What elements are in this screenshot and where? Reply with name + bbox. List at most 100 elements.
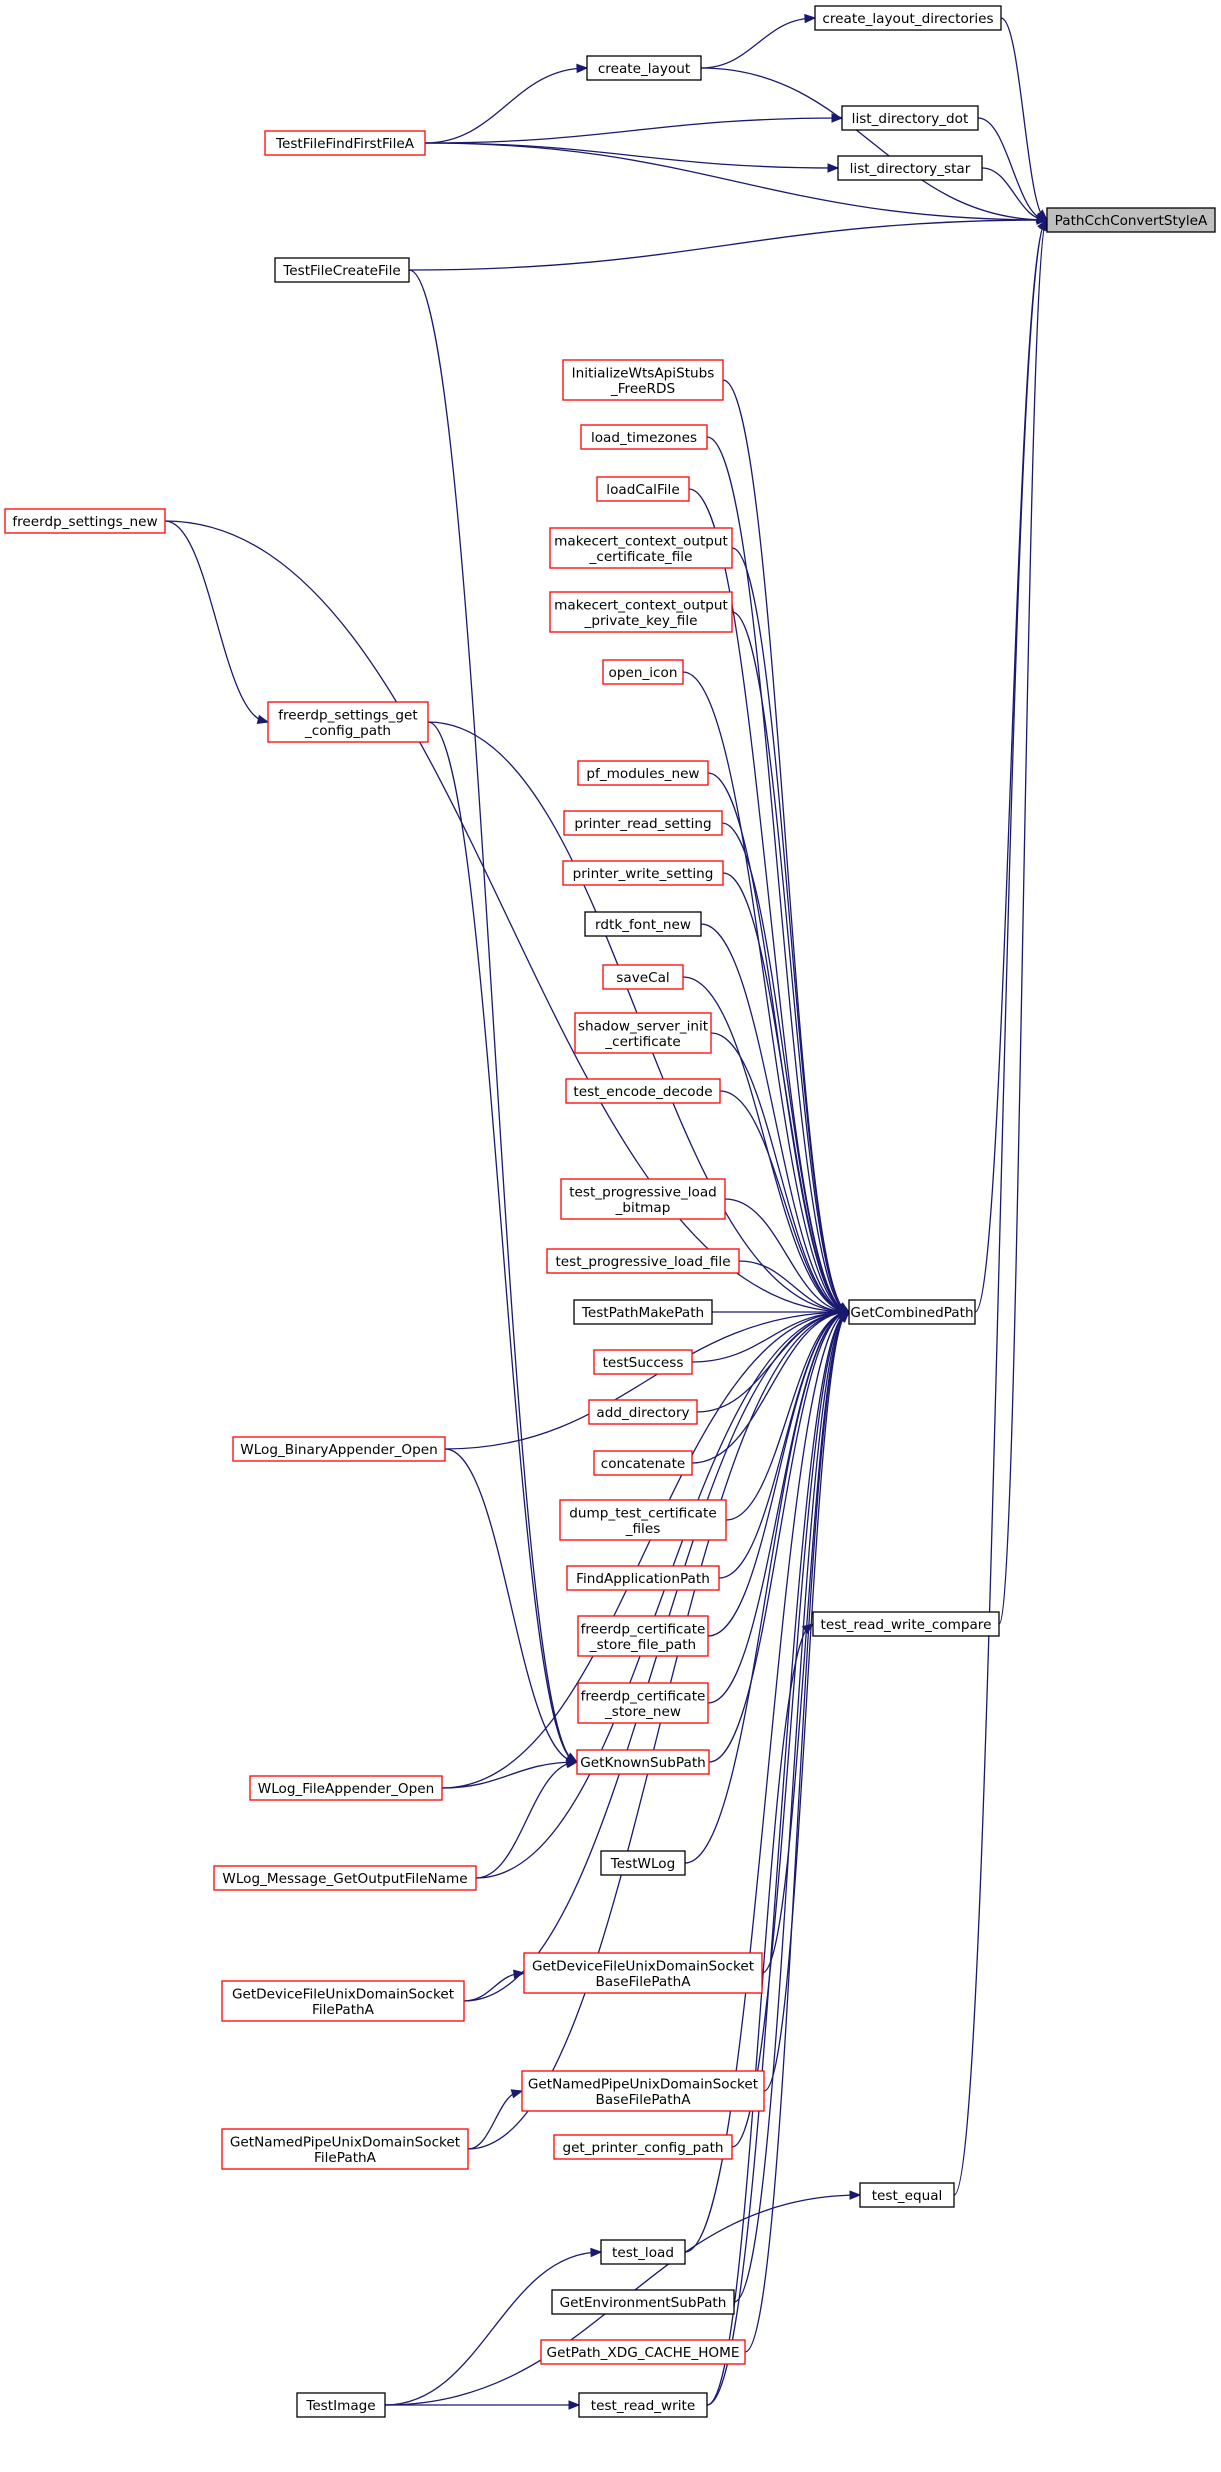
node-box bbox=[566, 1565, 720, 1591]
node-label: rdtk_font_new bbox=[595, 917, 691, 933]
node-box bbox=[593, 1349, 693, 1375]
node-create-layout-directories[interactable]: create_layout_directories bbox=[814, 5, 1002, 31]
node-box bbox=[221, 2128, 469, 2170]
node-wlog-file-appender-open[interactable]: WLog_FileAppender_Open bbox=[249, 1775, 443, 1801]
node-test-file-create-file[interactable]: TestFileCreateFile bbox=[274, 257, 410, 283]
edge-test-encode-decode-to-get-combined-path bbox=[719, 1090, 850, 1313]
arrowhead-icon bbox=[1036, 215, 1049, 225]
node-get-environment-sub-path[interactable]: GetEnvironmentSubPath bbox=[551, 2289, 735, 2315]
node-label: testSuccess bbox=[603, 1355, 684, 1371]
node-test-load[interactable]: test_load bbox=[600, 2239, 686, 2265]
node-initialize-wts-api-stubs-free-rds[interactable]: InitializeWtsApiStubs_FreeRDS bbox=[562, 359, 724, 401]
node-test-equal[interactable]: test_equal bbox=[859, 2182, 955, 2208]
node-label: GetEnvironmentSubPath bbox=[560, 2295, 727, 2311]
node-label: freerdp_certificate bbox=[581, 1621, 706, 1637]
node-add-directory[interactable]: add_directory bbox=[588, 1399, 698, 1425]
node-printer-write-setting[interactable]: printer_write_setting bbox=[562, 860, 724, 886]
arrowhead-icon bbox=[576, 63, 589, 74]
node-label: TestImage bbox=[305, 2398, 375, 2414]
node-label: saveCal bbox=[616, 970, 669, 986]
node-box bbox=[4, 508, 166, 534]
node-shadow-server-init-certificate[interactable]: shadow_server_init_certificate bbox=[574, 1012, 712, 1054]
node-label: freerdp_settings_new bbox=[12, 514, 157, 530]
node-test-read-write[interactable]: test_read_write bbox=[578, 2392, 708, 2418]
node-box bbox=[274, 257, 410, 283]
node-test-wlog[interactable]: TestWLog bbox=[600, 1850, 686, 1876]
node-get-path-xdg-cache-home[interactable]: GetPath_XDG_CACHE_HOME bbox=[540, 2339, 746, 2365]
node-load-timezones[interactable]: load_timezones bbox=[580, 424, 708, 450]
node-freerdp-certificate-store-file-path[interactable]: freerdp_certificate_store_file_path bbox=[577, 1615, 709, 1657]
node-freerdp-settings-get-config-path[interactable]: freerdp_settings_get_config_path bbox=[267, 701, 429, 743]
node-label: TestPathMakePath bbox=[581, 1305, 704, 1321]
node-test-success[interactable]: testSuccess bbox=[593, 1349, 693, 1375]
node-get-combined-path[interactable]: GetCombinedPath bbox=[848, 1299, 976, 1325]
node-test-progressive-load-file[interactable]: test_progressive_load_file bbox=[546, 1248, 740, 1274]
edge-dump-test-certificate-files-to-get-combined-path bbox=[725, 1311, 850, 1521]
node-get-named-pipe-unix-domain-socket-base-file-path-a[interactable]: GetNamedPipeUnixDomainSocketBaseFilePath… bbox=[521, 2070, 765, 2112]
edge-freerdp-certificate-store-new-to-get-combined-path bbox=[707, 1311, 850, 1704]
node-label: freerdp_certificate bbox=[581, 1688, 706, 1704]
node-label: concatenate bbox=[601, 1456, 686, 1472]
node-box bbox=[249, 1775, 443, 1801]
node-test-file-find-first-file-a[interactable]: TestFileFindFirstFileA bbox=[264, 130, 426, 156]
node-box bbox=[546, 1248, 740, 1274]
node-dump-test-certificate-files[interactable]: dump_test_certificate_files bbox=[559, 1499, 727, 1541]
edge-wlog-binary-appender-open-to-get-combined-path bbox=[444, 1311, 850, 1450]
edge-makecert-context-output-private-key-file-to-get-combined-path bbox=[731, 611, 850, 1313]
node-path-cch-convert-style-a[interactable]: PathCchConvertStyleA bbox=[1046, 207, 1216, 233]
edge-test-file-create-file-to-path-cch-convert-style-a bbox=[408, 219, 1048, 271]
node-test-path-make-path[interactable]: TestPathMakePath bbox=[573, 1299, 713, 1325]
node-label: printer_write_setting bbox=[573, 866, 714, 882]
node-label: TestWLog bbox=[610, 1856, 676, 1872]
node-freerdp-certificate-store-new[interactable]: freerdp_certificate_store_new bbox=[577, 1682, 709, 1724]
node-label: WLog_BinaryAppender_Open bbox=[240, 1442, 437, 1458]
node-test-image[interactable]: TestImage bbox=[296, 2392, 386, 2418]
node-makecert-context-output-certificate-file[interactable]: makecert_context_output_certificate_file bbox=[549, 527, 733, 569]
node-list-directory-star[interactable]: list_directory_star bbox=[837, 155, 983, 181]
arrowhead-icon bbox=[565, 1758, 579, 1769]
node-label: GetKnownSubPath bbox=[580, 1755, 706, 1771]
node-concatenate[interactable]: concatenate bbox=[593, 1450, 693, 1476]
node-label: PathCchConvertStyleA bbox=[1055, 213, 1208, 229]
edge-wlog-message-get-output-file-name-to-get-known-sub-path bbox=[475, 1761, 578, 1879]
node-box bbox=[1046, 207, 1216, 233]
node-wlog-binary-appender-open[interactable]: WLog_BinaryAppender_Open bbox=[232, 1436, 446, 1462]
node-pf-modules-new[interactable]: pf_modules_new bbox=[577, 760, 709, 786]
node-list-directory-dot[interactable]: list_directory_dot bbox=[841, 105, 979, 131]
node-wlog-message-get-output-file-name[interactable]: WLog_Message_GetOutputFileName bbox=[213, 1865, 477, 1891]
node-printer-read-setting[interactable]: printer_read_setting bbox=[563, 810, 723, 836]
node-get-printer-config-path[interactable]: get_printer_config_path bbox=[553, 2134, 733, 2160]
arrowhead-icon bbox=[849, 2190, 862, 2200]
edge-printer-write-setting-to-get-combined-path bbox=[722, 872, 850, 1313]
node-label: get_printer_config_path bbox=[562, 2140, 723, 2156]
edge-wlog-message-get-output-file-name-to-get-combined-path bbox=[475, 1311, 850, 1879]
node-rdtk-font-new[interactable]: rdtk_font_new bbox=[584, 911, 702, 937]
node-box bbox=[232, 1436, 446, 1462]
arrowhead-icon bbox=[831, 113, 844, 123]
node-box bbox=[596, 476, 690, 502]
node-label: test_load bbox=[612, 2245, 674, 2261]
node-box bbox=[521, 2070, 765, 2112]
node-box bbox=[848, 1299, 976, 1325]
node-label: makecert_context_output bbox=[554, 597, 728, 613]
node-box bbox=[584, 911, 702, 937]
edge-shadow-server-init-certificate-to-get-combined-path bbox=[710, 1032, 850, 1313]
node-label: _bitmap bbox=[615, 1200, 671, 1216]
node-save-cal[interactable]: saveCal bbox=[602, 964, 684, 990]
node-test-encode-decode[interactable]: test_encode_decode bbox=[565, 1078, 721, 1104]
node-find-application-path[interactable]: FindApplicationPath bbox=[566, 1565, 720, 1591]
node-makecert-context-output-private-key-file[interactable]: makecert_context_output_private_key_file bbox=[549, 591, 733, 633]
node-create-layout[interactable]: create_layout bbox=[586, 55, 702, 81]
node-test-progressive-load-bitmap[interactable]: test_progressive_load_bitmap bbox=[560, 1178, 726, 1220]
node-label: pf_modules_new bbox=[586, 766, 699, 782]
node-freerdp-settings-new[interactable]: freerdp_settings_new bbox=[4, 508, 166, 534]
edge-get-device-file-unix-domain-socket-base-file-path-a-to-get-combined-path bbox=[761, 1311, 850, 1974]
node-load-cal-file[interactable]: loadCalFile bbox=[596, 476, 690, 502]
node-test-read-write-compare[interactable]: test_read_write_compare bbox=[812, 1611, 1000, 1637]
node-box bbox=[841, 105, 979, 131]
node-open-icon[interactable]: open_icon bbox=[602, 659, 684, 685]
node-get-known-sub-path[interactable]: GetKnownSubPath bbox=[576, 1749, 710, 1775]
node-get-device-file-unix-domain-socket-base-file-path-a[interactable]: GetDeviceFileUnixDomainSocketBaseFilePat… bbox=[523, 1952, 763, 1994]
